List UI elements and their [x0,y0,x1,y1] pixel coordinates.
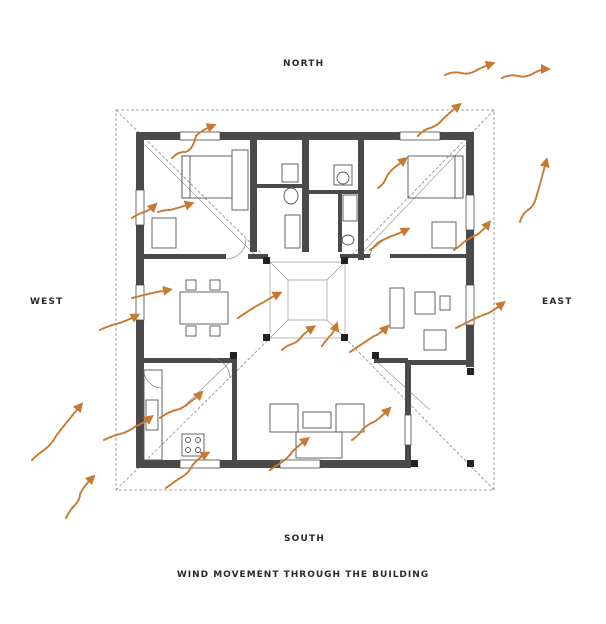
wind-arrow [281,325,317,351]
wind-arrow [455,300,506,329]
wind-arrow [103,415,155,441]
wind-arrow [501,64,551,79]
compass-north-label: NORTH [283,59,325,69]
wind-arrow [321,321,340,347]
diagram-caption: WIND MOVEMENT THROUGH THE BUILDING [176,570,430,580]
wind-arrow [269,436,310,471]
wind-arrow [237,291,283,319]
columns [230,257,474,467]
wind-arrow [65,474,96,519]
wind-arrow [171,123,217,159]
furniture [143,149,464,461]
wind-arrow [349,324,390,353]
wind-arrow [131,285,173,299]
wind-arrow [417,102,462,137]
wind-arrows [31,60,551,519]
wind-arrow [165,451,211,489]
interior-walls [136,132,474,463]
wind-arrow [159,390,204,419]
compass-west-label: WEST [30,297,64,307]
wind-arrow [99,313,141,331]
wind-arrow [377,156,408,189]
wind-arrow [519,157,550,223]
wind-arrow [131,202,158,219]
wind-arrow [31,402,84,461]
compass-east-label: EAST [542,297,573,307]
windows [135,131,475,469]
wind-arrow [369,227,411,251]
wind-arrow [351,406,392,441]
wind-arrow [157,200,195,213]
wind-arrow [444,60,496,76]
wind-arrow [453,220,492,251]
compass-south-label: SOUTH [284,534,326,544]
